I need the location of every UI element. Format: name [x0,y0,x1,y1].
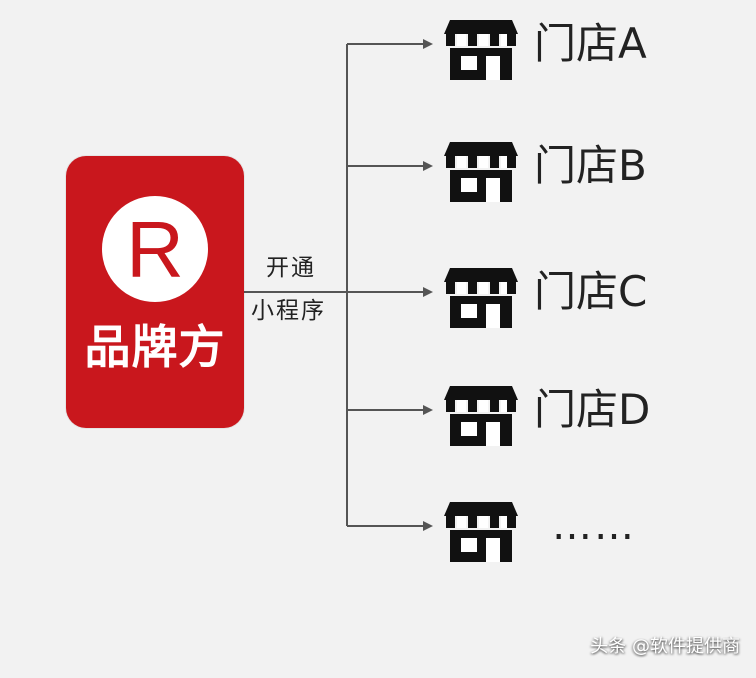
brand-mark: R [126,205,184,294]
store-label-b: 门店B [534,141,647,190]
store-icon-more [444,502,518,562]
store-icon-d [444,386,518,446]
store-icon-a [444,20,518,80]
connector-label-line-1: 开通 [266,255,316,281]
registered-mark-badge: R [102,196,208,302]
connector-label-line-2: 小程序 [251,298,326,324]
store-label-d: 门店D [534,385,651,434]
store-label-a: 门店A [534,19,647,68]
brand-card: R 品牌方 [66,156,244,428]
store-label-c: 门店C [534,267,648,316]
brand-name: 品牌方 [84,320,226,374]
store-icon-b [444,142,518,202]
store-label-more: …… [552,503,636,549]
store-icon-c [444,268,518,328]
watermark: 头条 @软件提供商 [590,636,740,657]
